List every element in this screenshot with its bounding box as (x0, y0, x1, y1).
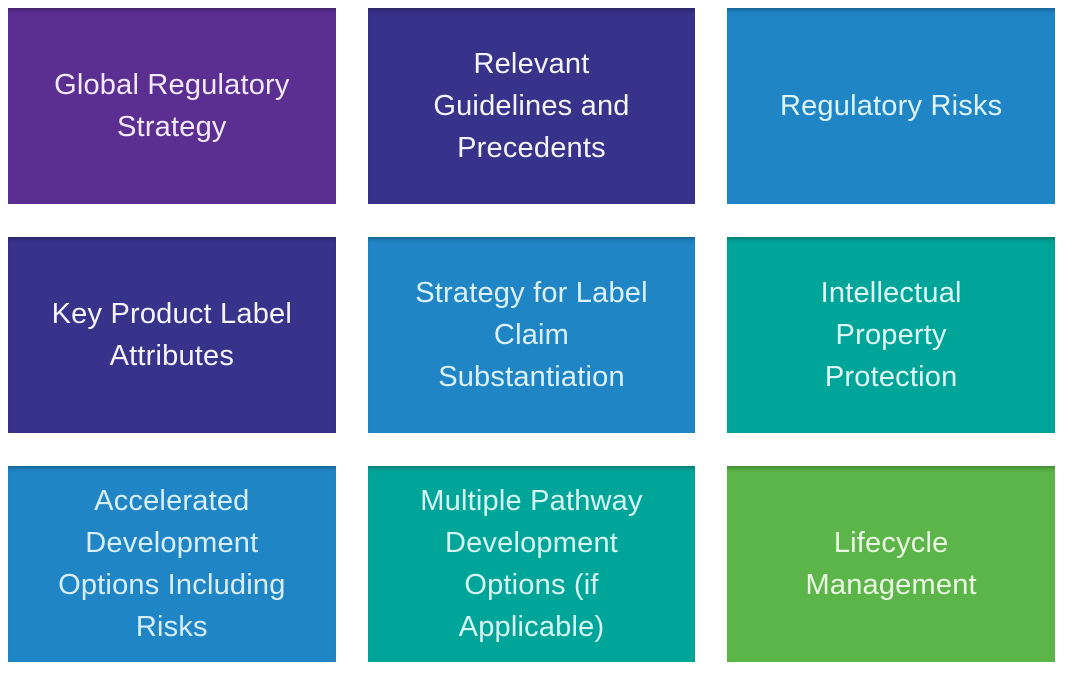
box-label: Accelerated Development Options Includin… (58, 484, 286, 644)
box-label: Strategy for Label Claim Substantiation (415, 276, 648, 394)
box-strategy-for-label-claim-substantiation: Strategy for Label Claim Substantiation (367, 237, 696, 433)
box-label: Relevant Guidelines and Precedents (433, 47, 630, 165)
box-label: Key Product Label Attributes (51, 297, 293, 372)
box-intellectual-property-protection: Intellectual Property Protection (727, 237, 1055, 433)
box-global-regulatory-strategy: Global Regulatory Strategy (8, 8, 336, 204)
box-lifecycle-management: Lifecycle Management (727, 466, 1055, 662)
box-label: Multiple Pathway Development Options (if… (420, 484, 643, 644)
box-multiple-pathway-development-options: Multiple Pathway Development Options (if… (367, 466, 696, 662)
box-regulatory-risks: Regulatory Risks (727, 8, 1055, 204)
box-label: Regulatory Risks (779, 89, 1003, 122)
box-relevant-guidelines-and-precedents: Relevant Guidelines and Precedents (367, 8, 696, 204)
box-label: Lifecycle Management (805, 526, 977, 601)
box-label: Global Regulatory Strategy (54, 68, 290, 143)
box-accelerated-development-options-including-risks: Accelerated Development Options Includin… (8, 466, 336, 662)
box-label: Intellectual Property Protection (820, 276, 962, 394)
box-key-product-label-attributes: Key Product Label Attributes (8, 237, 336, 433)
